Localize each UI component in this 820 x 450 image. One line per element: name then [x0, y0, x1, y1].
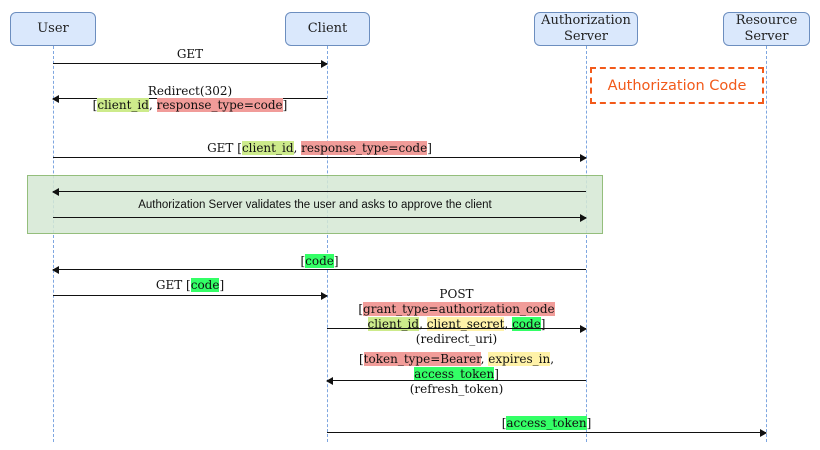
- param-client-id: client_id: [367, 317, 420, 331]
- message-3-prefix: GET [: [207, 141, 242, 155]
- param-token-type: token_type=Bearer: [363, 352, 481, 366]
- message-5-label: [code]: [53, 254, 586, 269]
- participant-resource-server-label: Resource Server: [735, 13, 798, 44]
- arrowhead: [580, 154, 587, 162]
- param-client-id: client_id: [97, 98, 149, 112]
- flow-title: Authorization Code: [607, 77, 747, 94]
- message-7-redirect-uri: (redirect_uri): [415, 332, 498, 346]
- message-2-params: [client_id, response_type=code]: [53, 98, 327, 113]
- message-7-label: POST [grant_type=authorization_code clie…: [327, 287, 586, 347]
- arrowhead: [580, 325, 587, 333]
- lifeline-client: [327, 46, 328, 442]
- message-8-arrow: [326, 377, 586, 385]
- arrowhead: [321, 292, 328, 300]
- participant-resource-server: Resource Server: [723, 12, 810, 46]
- arrowhead: [52, 95, 59, 103]
- bracket: ]: [333, 254, 339, 268]
- param-code: code: [305, 254, 334, 268]
- validation-box: [27, 175, 603, 234]
- bracket: [: [300, 254, 306, 268]
- bracket: [: [501, 416, 507, 430]
- bracket: ]: [219, 278, 225, 292]
- param-access-token: access_token: [414, 367, 495, 381]
- participant-auth-server: Authorization Server: [534, 12, 638, 46]
- message-1-arrow: [53, 60, 328, 68]
- message-7-line-2: [grant_type=authorization_code: [327, 302, 586, 317]
- bracket: [: [92, 98, 98, 112]
- message-8-refresh-token: (refresh_token): [409, 382, 504, 396]
- message-3-label: GET [client_id, response_type=code]: [53, 141, 586, 156]
- participant-client: Client: [285, 12, 370, 46]
- validation-text: Authorization Server validates the user …: [138, 199, 492, 211]
- message-1-label: GET: [53, 47, 327, 62]
- message-2-title: Redirect(302): [147, 84, 233, 98]
- separator: ,: [148, 98, 157, 112]
- arrowhead: [326, 377, 333, 385]
- flow-title-badge: Authorization Code: [590, 67, 764, 104]
- bracket: ]: [282, 98, 288, 112]
- bracket: [: [358, 352, 364, 366]
- arrowhead: [321, 60, 328, 68]
- separator: ,: [480, 352, 489, 366]
- message-7-line-3: client_id, client_secret, code]: [327, 317, 586, 332]
- bracket: ]: [494, 367, 499, 381]
- arrowhead: [52, 266, 59, 274]
- message-6-label: GET [code]: [53, 278, 327, 293]
- separator: ,: [293, 141, 302, 155]
- participant-client-label: Client: [307, 21, 348, 36]
- arrowhead: [580, 214, 587, 222]
- validation-arrow-to-auth: [53, 214, 587, 222]
- message-8-line-2: access_token]: [327, 367, 586, 382]
- lifeline-auth-server: [586, 46, 587, 442]
- participant-user-label: User: [37, 21, 69, 36]
- bracket: ]: [586, 416, 592, 430]
- message-2-label: Redirect(302): [53, 84, 327, 99]
- message-5-arrow: [52, 266, 586, 274]
- lifeline-user: [53, 46, 54, 442]
- param-grant-type: grant_type=authorization_code: [363, 302, 555, 316]
- arrowhead: [760, 429, 767, 437]
- bracket: ]: [540, 317, 546, 331]
- message-6-arrow: [53, 292, 328, 300]
- message-9-arrow: [327, 429, 767, 437]
- bracket: ]: [427, 141, 432, 155]
- param-client-id: client_id: [241, 141, 294, 155]
- message-6-prefix: GET [: [155, 278, 191, 292]
- participant-user: User: [10, 12, 96, 46]
- param-code: code: [190, 278, 220, 292]
- param-client-secret: client_secret: [426, 317, 505, 331]
- arrowhead: [52, 188, 59, 196]
- param-response-type: response_type=code: [156, 98, 283, 112]
- message-3-arrow: [53, 154, 587, 162]
- bracket: [: [358, 302, 364, 316]
- message-7-arrow: [327, 325, 587, 333]
- param-expires-in: expires_in: [488, 352, 551, 366]
- lifeline-resource-server: [766, 46, 767, 442]
- message-8-label: [token_type=Bearer, expires_in, access_t…: [327, 352, 586, 397]
- param-access-token: access_token: [506, 416, 587, 430]
- separator: ,: [550, 352, 555, 366]
- separator: ,: [504, 317, 513, 331]
- message-9-label: [access_token]: [327, 416, 766, 431]
- message-7-title: POST: [439, 287, 474, 301]
- separator: ,: [419, 317, 427, 331]
- validation-arrow-to-user: [52, 188, 586, 196]
- param-response-type: response_type=code: [301, 141, 428, 155]
- message-8-line-1: [token_type=Bearer, expires_in,: [327, 352, 586, 367]
- param-code: code: [512, 317, 541, 331]
- participant-auth-server-label: Authorization Server: [541, 13, 631, 44]
- message-1-text: GET: [176, 47, 204, 61]
